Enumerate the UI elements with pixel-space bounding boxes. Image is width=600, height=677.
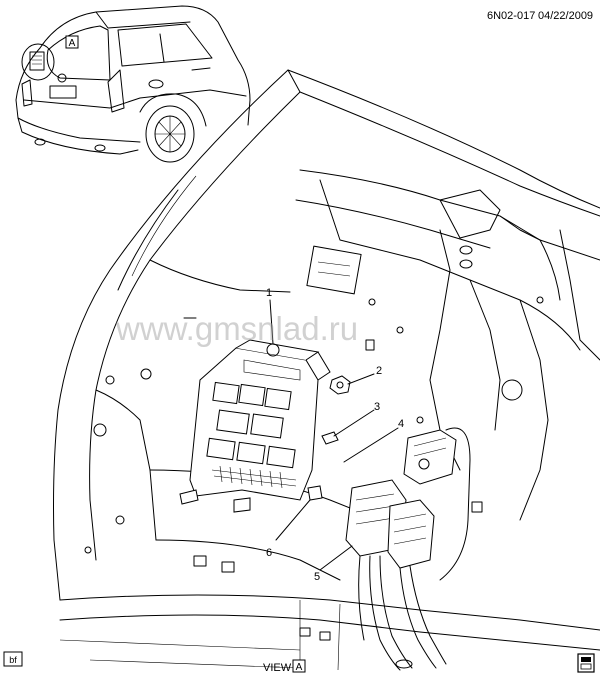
view-label: VIEW — [263, 662, 292, 674]
inset-marker-box — [65, 35, 79, 49]
callout-5: 5 — [314, 571, 320, 583]
wiring-connectors — [345, 479, 447, 671]
callout-3: 3 — [374, 401, 380, 413]
inset-marker-label: A — [69, 38, 76, 49]
fuse — [321, 431, 339, 445]
body-structure — [53, 69, 600, 671]
fuse-block — [179, 339, 331, 513]
watermark: www.gmsnlad.ru — [115, 310, 358, 347]
callout-6: 6 — [266, 547, 272, 559]
callout-2: 2 — [376, 365, 382, 377]
diagram-date: 04/22/2009 — [538, 10, 593, 22]
footer-tag-box — [3, 651, 23, 667]
relay — [403, 427, 471, 581]
mini-fuse — [307, 485, 323, 501]
fuse-symbol-icon — [577, 653, 595, 673]
nut — [329, 375, 351, 395]
callout-leaders — [269, 299, 399, 571]
footer-tag: bf — [9, 655, 17, 665]
callout-1: 1 — [266, 287, 272, 299]
view-marker: A — [296, 662, 303, 673]
vehicle-inset — [15, 5, 251, 163]
callout-4: 4 — [398, 418, 404, 430]
diagram-code: 6N02-017 — [487, 10, 535, 22]
view-marker-box — [292, 659, 306, 673]
